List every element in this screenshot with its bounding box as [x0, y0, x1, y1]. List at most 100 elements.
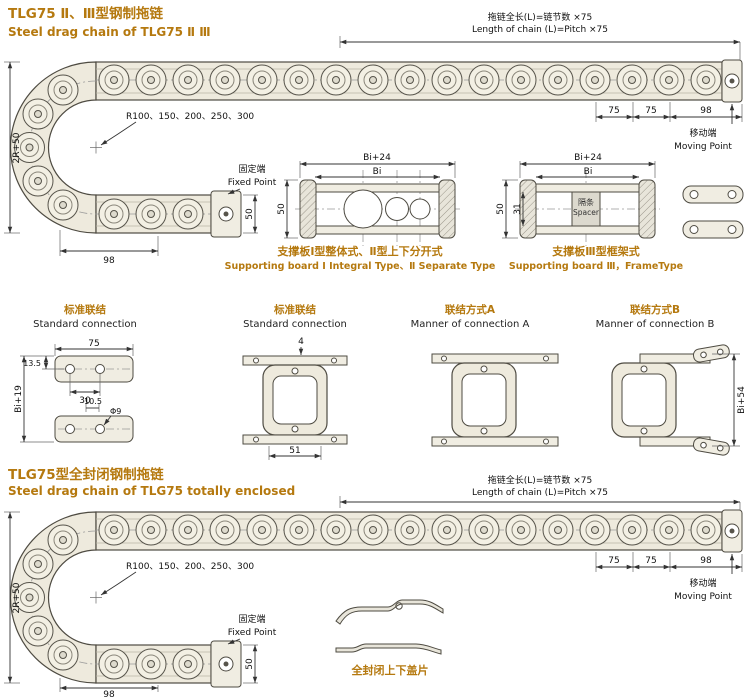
top-pitch-dimensions: 75 75 98 [595, 102, 743, 122]
length-label-zh: 拖链全长(L)=链节数 ×75 [488, 11, 592, 23]
side-plate-right [638, 179, 656, 239]
dim-bi19: Bi+19 [14, 385, 24, 413]
top-plate [431, 353, 559, 364]
header: TLG75 Ⅱ、Ⅲ型钢制拖链 Steel drag chain of TLG75… [8, 5, 211, 39]
bottom-header: TLG75型全封闭钢制拖链 Steel drag chain of TLG75 … [8, 466, 295, 498]
bottom-chain-drawing: 拖链全长(L)=链节数 ×75 Length of chain (L)=Pitc… [4, 474, 743, 698]
radius-values: R100、150、200、250、300 [126, 112, 254, 122]
dim-bi24: Bi+24 [574, 153, 602, 163]
conn2-title-zh: 标准联结 [273, 303, 316, 316]
height-dimension: 2R+50 [4, 511, 22, 684]
dim-pitch-2: 75 [645, 106, 656, 116]
moving-point-en: Moving Point [674, 592, 732, 602]
dim-bi: Bi [373, 167, 382, 177]
fixed-end-bracket [210, 640, 242, 688]
moving-point-label: 移动端 Moving Point [674, 554, 735, 602]
dim-75: 75 [88, 339, 99, 349]
conn2-title-en: Standard connection [243, 319, 347, 330]
moving-point-en: Moving Point [674, 142, 732, 152]
conn1-title-zh: 标准联结 [63, 303, 106, 316]
fixed-point-zh: 固定端 [238, 613, 265, 625]
radius-label: R100、150、200、250、300 [90, 562, 254, 604]
section3-dimensions: Bi+24 Bi 50 31 [496, 153, 656, 239]
connB-title-zh: 联结方式B [630, 303, 680, 316]
angled-flange-bottom [692, 437, 730, 456]
spacer-bar [571, 191, 601, 227]
band-height-dimension: 50 [243, 644, 258, 684]
cover-caption: 全封闭上下盖片 [351, 663, 429, 677]
bottom-length-dimension: 拖链全长(L)=链节数 ×75 Length of chain (L)=Pitc… [339, 474, 741, 510]
dim-bi: Bi [584, 167, 593, 177]
dim-pitch-1: 75 [608, 556, 619, 566]
connection-manner-a: 联结方式A Manner of connection A [411, 303, 559, 447]
dim-sec3-31: 31 [513, 203, 523, 214]
fixed-point-en: Fixed Point [228, 628, 277, 638]
fixed-point-en: Fixed Point [228, 178, 277, 188]
support-board-top [315, 183, 440, 193]
connA-title-en: Manner of connection A [411, 319, 530, 330]
dim-50: 50 [245, 208, 255, 220]
bottom-plate [242, 434, 348, 445]
dim-51: 51 [289, 446, 300, 456]
connB-title-en: Manner of connection B [596, 319, 715, 330]
section1-caption-en: Supporting board Ⅰ Integral Type、Ⅱ Separ… [225, 261, 496, 272]
bottom-plate [431, 436, 559, 447]
dim-98: 98 [103, 690, 115, 698]
height-dimension: 2R+50 [4, 61, 22, 234]
section1-dimensions: Bi+24 Bi 50 [277, 153, 456, 239]
fixed-end-bracket [210, 190, 242, 238]
connA-title-zh: 联结方式A [445, 303, 496, 316]
band-height-dimension: 50 [243, 194, 258, 234]
top-cover-strip [335, 599, 444, 625]
dim-end-98: 98 [700, 106, 712, 116]
moving-point-zh: 移动端 [689, 577, 716, 589]
moving-point-label: 移动端 Moving Point [674, 104, 735, 152]
dim-sec1-50: 50 [277, 203, 287, 215]
dim-2r50: 2R+50 [12, 582, 22, 613]
length-label-en: Length of chain (L)=Pitch ×75 [472, 25, 608, 35]
dim-4: 4 [298, 337, 304, 347]
frame-board-top [535, 183, 640, 193]
page-title-en: Steel drag chain of TLG75 Ⅱ Ⅲ [8, 25, 211, 39]
dim-10-5: 10.5 [84, 397, 102, 406]
section1-caption-zh: 支撑板Ⅰ型整体式、Ⅱ型上下分开式 [276, 244, 442, 258]
length-label-en: Length of chain (L)=Pitch ×75 [472, 488, 608, 498]
dim-98: 98 [103, 256, 115, 266]
side-plate-left [299, 179, 317, 239]
cross-section-type-1: Bi+24 Bi 50 支撑板Ⅰ型整体式、Ⅱ型上下分开式 Supporting … [225, 153, 496, 272]
dim-end-98: 98 [700, 556, 712, 566]
dim-2r50: 2R+50 [12, 132, 22, 163]
section3-caption-en: Supporting board Ⅲ，FrameType [509, 261, 683, 272]
dim-phi9: Φ9 [110, 407, 121, 416]
dim-bi54: Bi+54 [737, 386, 747, 414]
length-label-zh: 拖链全长(L)=链节数 ×75 [488, 474, 592, 486]
moving-end-bracket [721, 509, 743, 553]
fixed-point-label: 固定端 Fixed Point [228, 613, 277, 645]
moving-end-bracket [721, 59, 743, 103]
top-chain-drawing: 拖链全长(L)=链节数 ×75 Length of chain (L)=Pitc… [4, 11, 743, 266]
link-plates-detail [682, 185, 744, 239]
dim-sec3-50: 50 [496, 203, 506, 215]
support-board-bottom [315, 225, 440, 235]
cover-profile-drawing: 全封闭上下盖片 [335, 599, 444, 677]
frame-board-bottom [535, 225, 640, 235]
page-title-zh: TLG75 Ⅱ、Ⅲ型钢制拖链 [8, 5, 164, 22]
radius-values: R100、150、200、250、300 [126, 562, 254, 572]
dim-13-5: 13.5 [23, 359, 41, 368]
bottom-title-zh: TLG75型全封闭钢制拖链 [8, 466, 164, 483]
base-length-dimension: 98 [59, 678, 159, 698]
connection-standard-2: 标准联结 Standard connection 4 51 [242, 303, 348, 460]
radius-label: R100、150、200、250、300 [90, 112, 254, 154]
bottom-title-en: Steel drag chain of TLG75 totally enclos… [8, 484, 295, 498]
spacer-label-en: Spacer [573, 208, 600, 217]
dim-pitch-1: 75 [608, 106, 619, 116]
moving-point-zh: 移动端 [689, 127, 716, 139]
angled-flange-top [692, 344, 730, 363]
bottom-cover-strip [335, 643, 442, 655]
base-length-dimension: 98 [59, 230, 159, 266]
fixed-point-zh: 固定端 [238, 163, 265, 175]
side-plate-right [438, 179, 456, 239]
dim-pitch-2: 75 [645, 556, 656, 566]
